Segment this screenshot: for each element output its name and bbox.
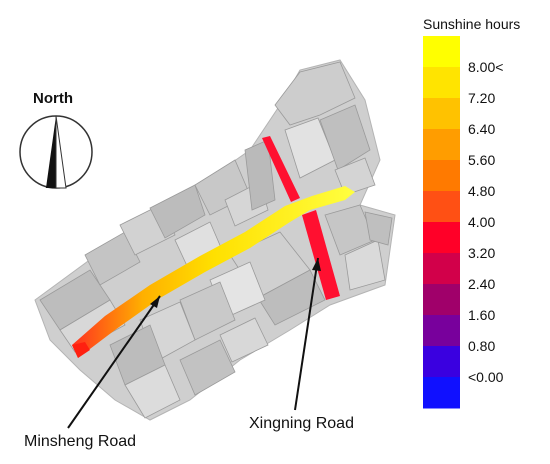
- legend-swatch: [423, 98, 460, 130]
- legend-swatch: [423, 377, 460, 409]
- legend-tick-label: <0.00: [468, 369, 504, 385]
- legend-swatch: [423, 284, 460, 316]
- legend-tick-label: 4.80: [468, 183, 495, 199]
- legend-colorbar: [423, 36, 460, 409]
- compass-needle-light-icon: [55, 115, 67, 189]
- legend-tick-label: 3.20: [468, 245, 495, 261]
- building-blocks: [39, 61, 393, 419]
- minsheng-road-label: Minsheng Road: [24, 433, 136, 450]
- xingning-road-surface: [302, 210, 340, 300]
- legend-swatch: [423, 191, 460, 223]
- xingning-road-north-segment: [262, 136, 300, 202]
- legend-tick-labels: 8.00< 7.20 6.40 5.60 4.80 4.00 3.20 2.40 1.60 0.8…: [468, 59, 504, 385]
- minsheng-road-edge-red: [72, 342, 90, 358]
- legend-swatch: [423, 253, 460, 285]
- legend-swatch: [423, 67, 460, 99]
- xingning-road-label: Xingning Road: [249, 415, 354, 432]
- minsheng-road-pointer: [67, 295, 161, 429]
- compass-label: North: [33, 90, 73, 107]
- compass-needle-dark-icon: [46, 116, 56, 188]
- minsheng-road-surface: [72, 186, 355, 358]
- minsheng-road-arrowhead: [150, 296, 160, 308]
- legend-title: Sunshine hours: [423, 16, 520, 32]
- legend-tick-label: 6.40: [468, 121, 495, 137]
- legend-swatch: [423, 222, 460, 254]
- legend-swatch: [423, 36, 460, 68]
- sunshine-legend: Sunshine hours 8.00< 7.20 6.40 5.60 4.80 4.00…: [423, 16, 520, 409]
- legend-swatch: [423, 160, 460, 192]
- legend-tick-label: 5.60: [468, 152, 495, 168]
- legend-tick-label: 7.20: [468, 90, 495, 106]
- legend-tick-label: 1.60: [468, 307, 495, 323]
- legend-tick-label: 4.00: [468, 214, 495, 230]
- north-compass: North: [19, 90, 93, 189]
- legend-swatch: [423, 315, 460, 347]
- legend-tick-label: 8.00<: [468, 59, 503, 75]
- legend-swatch: [423, 129, 460, 161]
- xingning-road-arrowhead: [312, 258, 321, 271]
- legend-tick-label: 0.80: [468, 338, 495, 354]
- legend-swatch: [423, 346, 460, 378]
- xingning-road-pointer: [294, 257, 319, 411]
- legend-tick-label: 2.40: [468, 276, 495, 292]
